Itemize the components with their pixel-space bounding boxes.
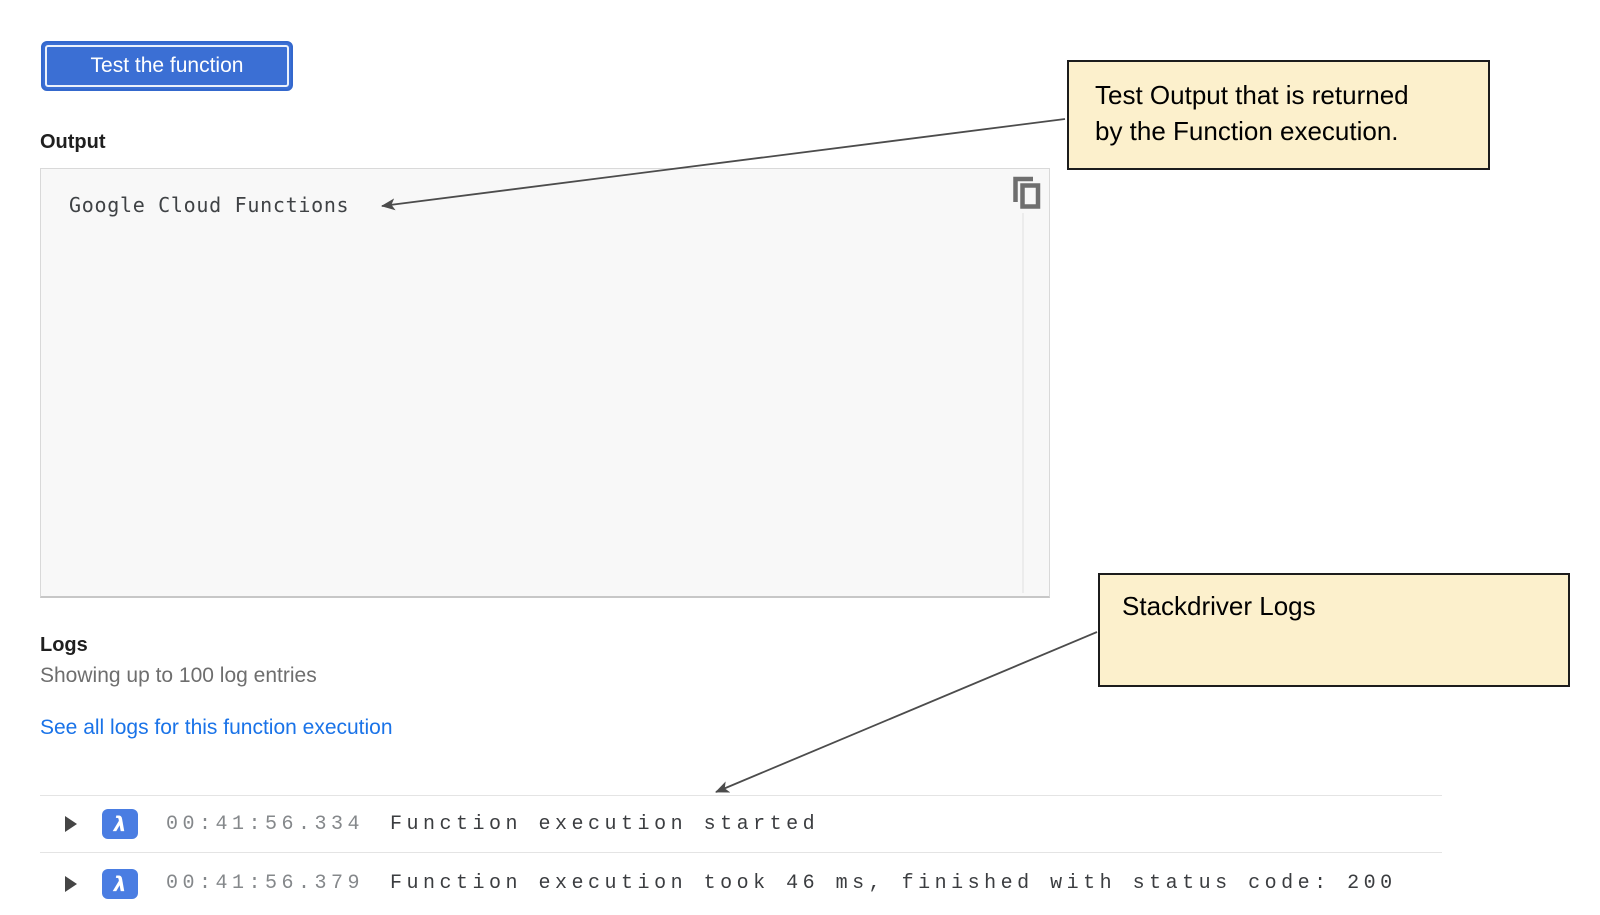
annotation-logs-note: Stackdriver Logs [1098, 573, 1570, 687]
output-label: Output [40, 131, 106, 153]
arrow-to-logs [715, 631, 1098, 793]
annotation-output-note: Test Output that is returned by the Func… [1067, 60, 1490, 170]
log-timestamp: 00:41:56.334 [166, 812, 365, 836]
content-copy-icon [1012, 176, 1040, 209]
copy-icon[interactable] [1008, 174, 1044, 214]
scrollbar-track[interactable] [1022, 213, 1024, 593]
log-message: Function execution took 46 ms, finished … [390, 872, 1397, 895]
log-entry-row[interactable]: λ 00:41:56.334 Function execution starte… [40, 795, 1442, 852]
see-all-logs-link[interactable]: See all logs for this function execution [40, 716, 393, 739]
logs-subtitle: Showing up to 100 log entries [40, 664, 317, 687]
log-entries: λ 00:41:56.334 Function execution starte… [40, 795, 1442, 914]
log-entry-row[interactable]: λ 00:41:56.379 Function execution took 4… [40, 852, 1442, 914]
test-function-button[interactable]: Test the function [41, 41, 293, 91]
expand-arrow-icon[interactable] [65, 875, 77, 892]
lambda-icon: λ [102, 809, 138, 839]
output-value: Google Cloud Functions [69, 193, 350, 217]
output-textarea[interactable]: Google Cloud Functions [40, 168, 1050, 598]
log-message: Function execution started [390, 812, 820, 836]
expand-arrow-icon[interactable] [65, 816, 77, 832]
lambda-icon: λ [102, 868, 138, 899]
logs-label: Logs [40, 634, 88, 656]
log-timestamp: 00:41:56.379 [166, 872, 365, 895]
